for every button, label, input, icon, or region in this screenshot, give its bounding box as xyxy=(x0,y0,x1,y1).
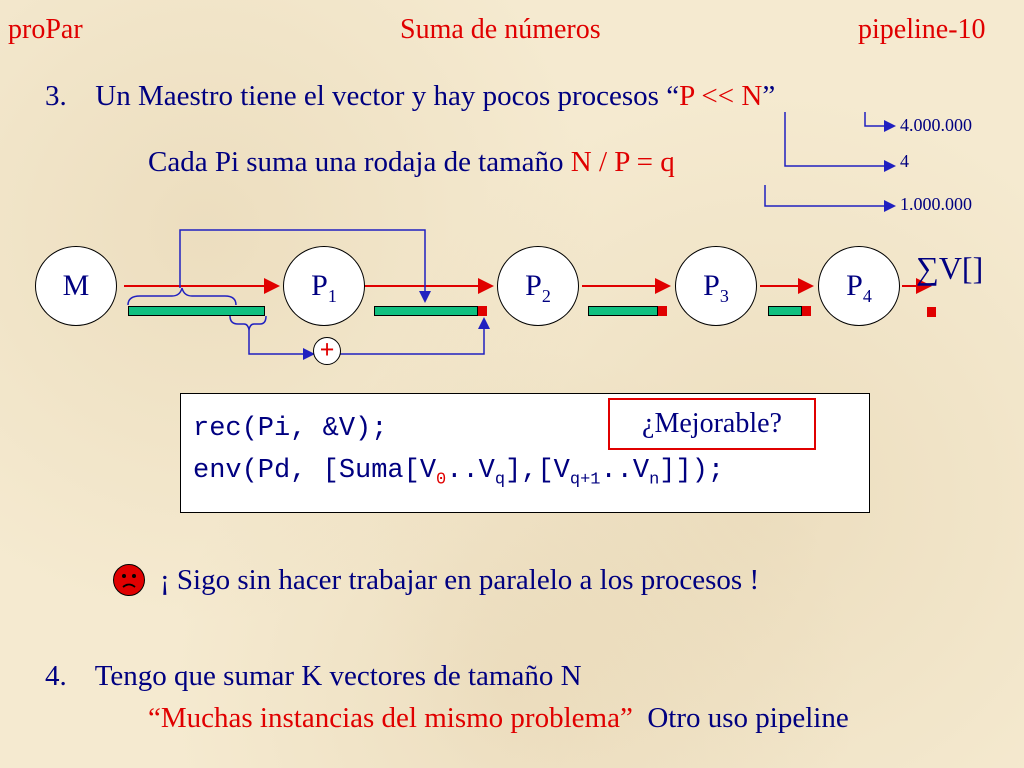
code-line-2-c: ],[V xyxy=(505,456,570,486)
code-line-2-e: ]]); xyxy=(659,456,725,486)
code-sub-q: q xyxy=(494,470,506,490)
node-p4-prefix: P xyxy=(846,269,863,302)
vector-bar-p3-tip xyxy=(802,306,811,316)
annotation-n: 4.000.000 xyxy=(900,115,972,135)
item4-tail: Otro uso pipeline xyxy=(632,702,849,734)
item3-line2-highlight: N / P = q xyxy=(570,146,675,178)
annotation-q: 1.000.000 xyxy=(900,194,972,214)
item4-quote: “Muchas instancias del mismo problema” xyxy=(148,702,633,734)
vector-bar-p2-tip xyxy=(658,306,667,316)
node-master-label: M xyxy=(62,269,90,302)
sad-face-icon xyxy=(113,564,145,596)
plus-operator: + xyxy=(313,337,341,365)
vector-bar-p2 xyxy=(588,306,658,316)
item4-text: Tengo que sumar K vectores de tamaño N xyxy=(94,660,582,692)
code-line-2: env(Pd, [Suma[V0..Vq],[Vq+1..Vn]]); xyxy=(193,456,724,489)
vector-bar-p1-tip xyxy=(478,306,487,316)
annotation-p: 4 xyxy=(900,151,909,171)
item4-line2: “Muchas instancias del mismo problema” O… xyxy=(148,702,849,735)
item3-line2-text: Cada Pi suma una rodaja de tamaño xyxy=(148,146,571,178)
node-p3-sub: 3 xyxy=(719,286,729,306)
item3-line: 3. Un Maestro tiene el vector y hay poco… xyxy=(45,80,775,113)
code-line-2-a: env(Pd, [Suma[V xyxy=(193,456,437,486)
path-plus-to-tip xyxy=(340,317,490,355)
sum-vector-label: ∑V[] xyxy=(916,250,984,286)
node-p3: P3 xyxy=(675,246,757,326)
node-master: M xyxy=(35,246,117,326)
node-p1: P1 xyxy=(283,246,365,326)
leader-q xyxy=(764,185,896,212)
code-sub-q1: q+1 xyxy=(569,470,601,490)
item3-number: 3. xyxy=(45,80,67,112)
note-text: ¡ Sigo sin hacer trabajar en paralelo a … xyxy=(160,564,760,596)
code-sub-n: n xyxy=(649,470,660,490)
item3-text: Un Maestro tiene el vector y hay pocos p… xyxy=(95,80,667,112)
item3-line2: Cada Pi suma una rodaja de tamaño N / P … xyxy=(148,146,675,179)
slide-title: Suma de números xyxy=(400,14,601,45)
header-right: pipeline-10 xyxy=(858,14,986,45)
node-p3-prefix: P xyxy=(703,269,720,302)
item4-line: 4. Tengo que sumar K vectores de tamaño … xyxy=(45,660,582,693)
sum-result-cell xyxy=(927,307,936,317)
node-p2-sub: 2 xyxy=(541,286,551,306)
leader-n xyxy=(864,112,896,132)
item3-highlight: P << N xyxy=(679,80,763,112)
node-p4: P4 xyxy=(818,246,900,326)
header-left: proPar xyxy=(8,14,83,45)
code-line-2-b: ..V xyxy=(446,456,495,486)
mejorable-callout: ¿Mejorable? xyxy=(608,398,816,450)
code-line-2-d: ..V xyxy=(600,456,650,486)
brace-top xyxy=(127,287,237,306)
vector-bar-p3 xyxy=(768,306,802,316)
brace-bottom xyxy=(229,315,267,331)
code-sub-0: 0 xyxy=(436,470,447,490)
item3-quote-close: ” xyxy=(762,80,776,112)
vector-bar-p1 xyxy=(374,306,478,316)
loop-to-p1-bar xyxy=(179,229,431,303)
node-p2: P2 xyxy=(497,246,579,326)
node-p1-sub: 1 xyxy=(327,286,337,306)
node-p2-prefix: P xyxy=(525,269,542,302)
path-to-plus xyxy=(248,330,315,360)
item4-number: 4. xyxy=(45,660,67,692)
leader-p xyxy=(784,112,896,172)
vector-bar-master xyxy=(128,306,265,316)
code-line-1: rec(Pi, &V); xyxy=(193,414,388,444)
node-p1-prefix: P xyxy=(311,269,328,302)
item3-quote-open: “ xyxy=(666,80,680,112)
node-p4-sub: 4 xyxy=(862,286,872,306)
